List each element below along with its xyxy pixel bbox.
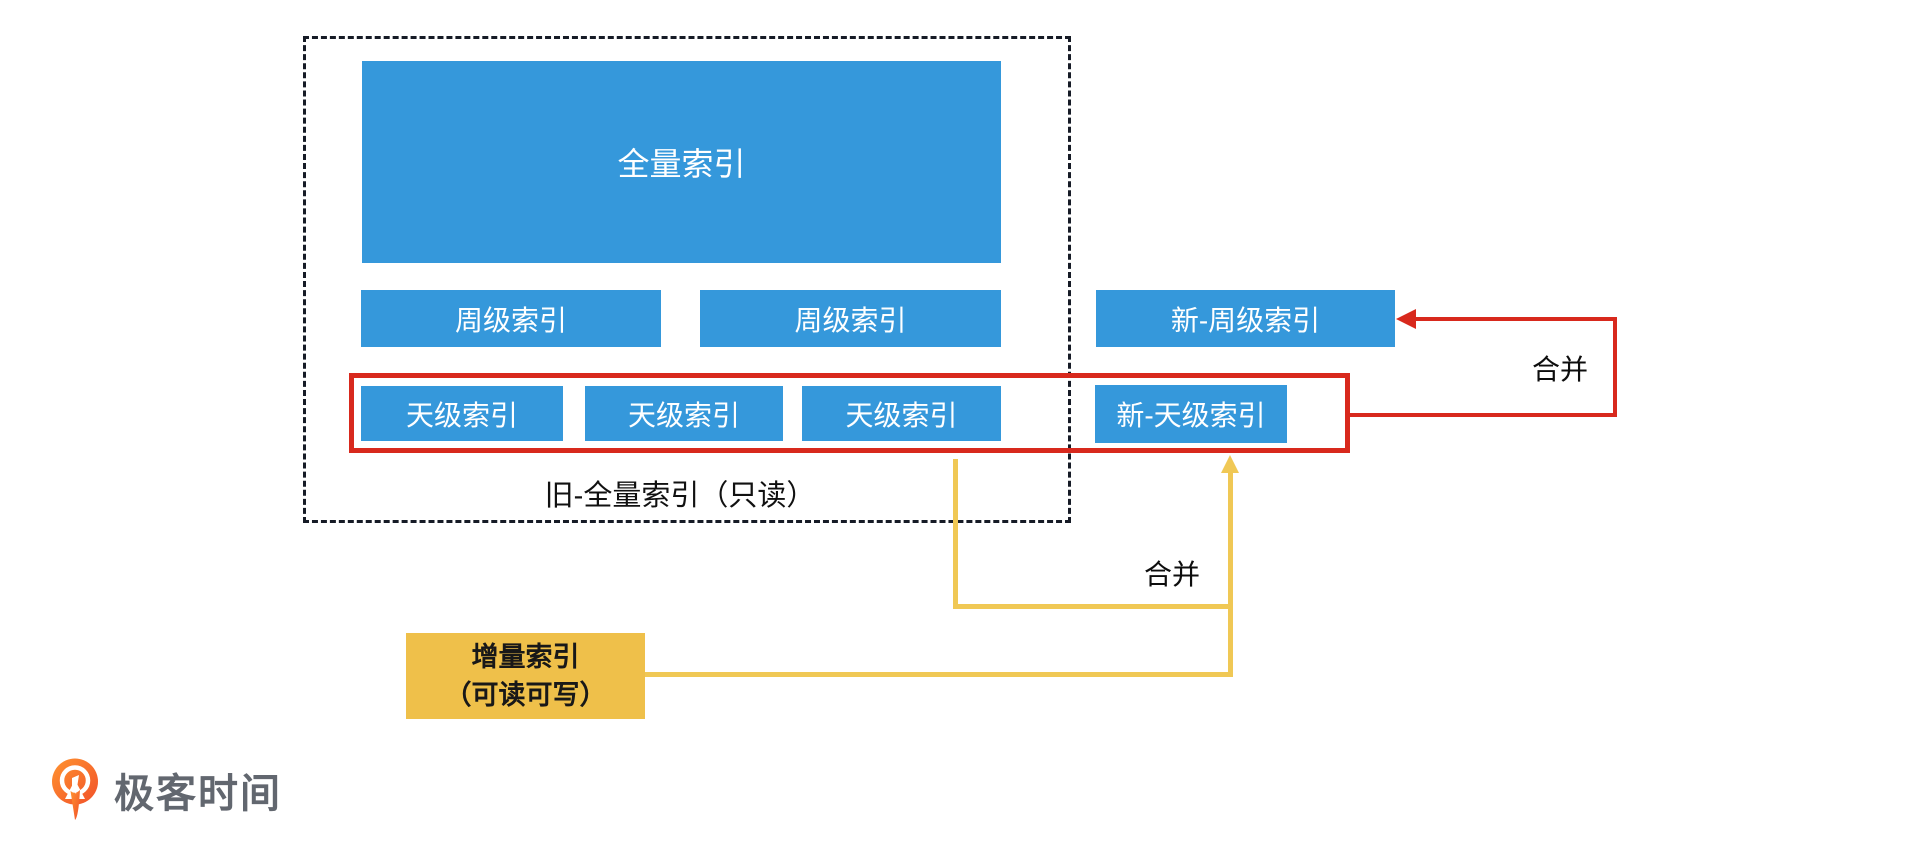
red-merge-line bbox=[1350, 413, 1617, 417]
yellow-arrow-up-icon bbox=[1221, 455, 1239, 473]
red-merge-line bbox=[1613, 317, 1617, 417]
geektime-logo: 极客时间 bbox=[50, 758, 282, 822]
incremental-index-title: 增量索引 bbox=[471, 642, 580, 672]
day-index-box: 天级索引 bbox=[802, 386, 1001, 441]
red-highlight-rect bbox=[349, 373, 1350, 453]
yellow-merge-line bbox=[953, 604, 1233, 609]
merge-label-yellow: 合并 bbox=[1143, 559, 1200, 590]
incremental-index-subtitle: （可读可写） bbox=[444, 680, 607, 710]
yellow-merge-line bbox=[953, 459, 958, 609]
old-full-index-caption: 旧-全量索引（只读） bbox=[544, 480, 816, 512]
week-index-box: 周级索引 bbox=[700, 290, 1001, 347]
geektime-logo-icon bbox=[52, 758, 98, 820]
new-week-index-box: 新-周级索引 bbox=[1096, 290, 1395, 347]
week-index-box: 周级索引 bbox=[361, 290, 661, 347]
incremental-index-box: 增量索引 （可读可写） bbox=[406, 633, 645, 719]
yellow-merge-line bbox=[1228, 470, 1233, 677]
new-day-index-box: 新-天级索引 bbox=[1095, 385, 1287, 443]
red-merge-line bbox=[1400, 317, 1617, 321]
red-arrow-left-icon bbox=[1396, 309, 1416, 329]
merge-label-red: 合并 bbox=[1531, 354, 1588, 385]
day-index-box: 天级索引 bbox=[361, 386, 563, 441]
full-index-box: 全量索引 bbox=[362, 61, 1001, 263]
day-index-box: 天级索引 bbox=[585, 386, 783, 441]
geektime-logo-text: 极客时间 bbox=[114, 772, 282, 816]
yellow-merge-line bbox=[645, 672, 1233, 677]
old-full-index-group bbox=[303, 36, 1071, 523]
